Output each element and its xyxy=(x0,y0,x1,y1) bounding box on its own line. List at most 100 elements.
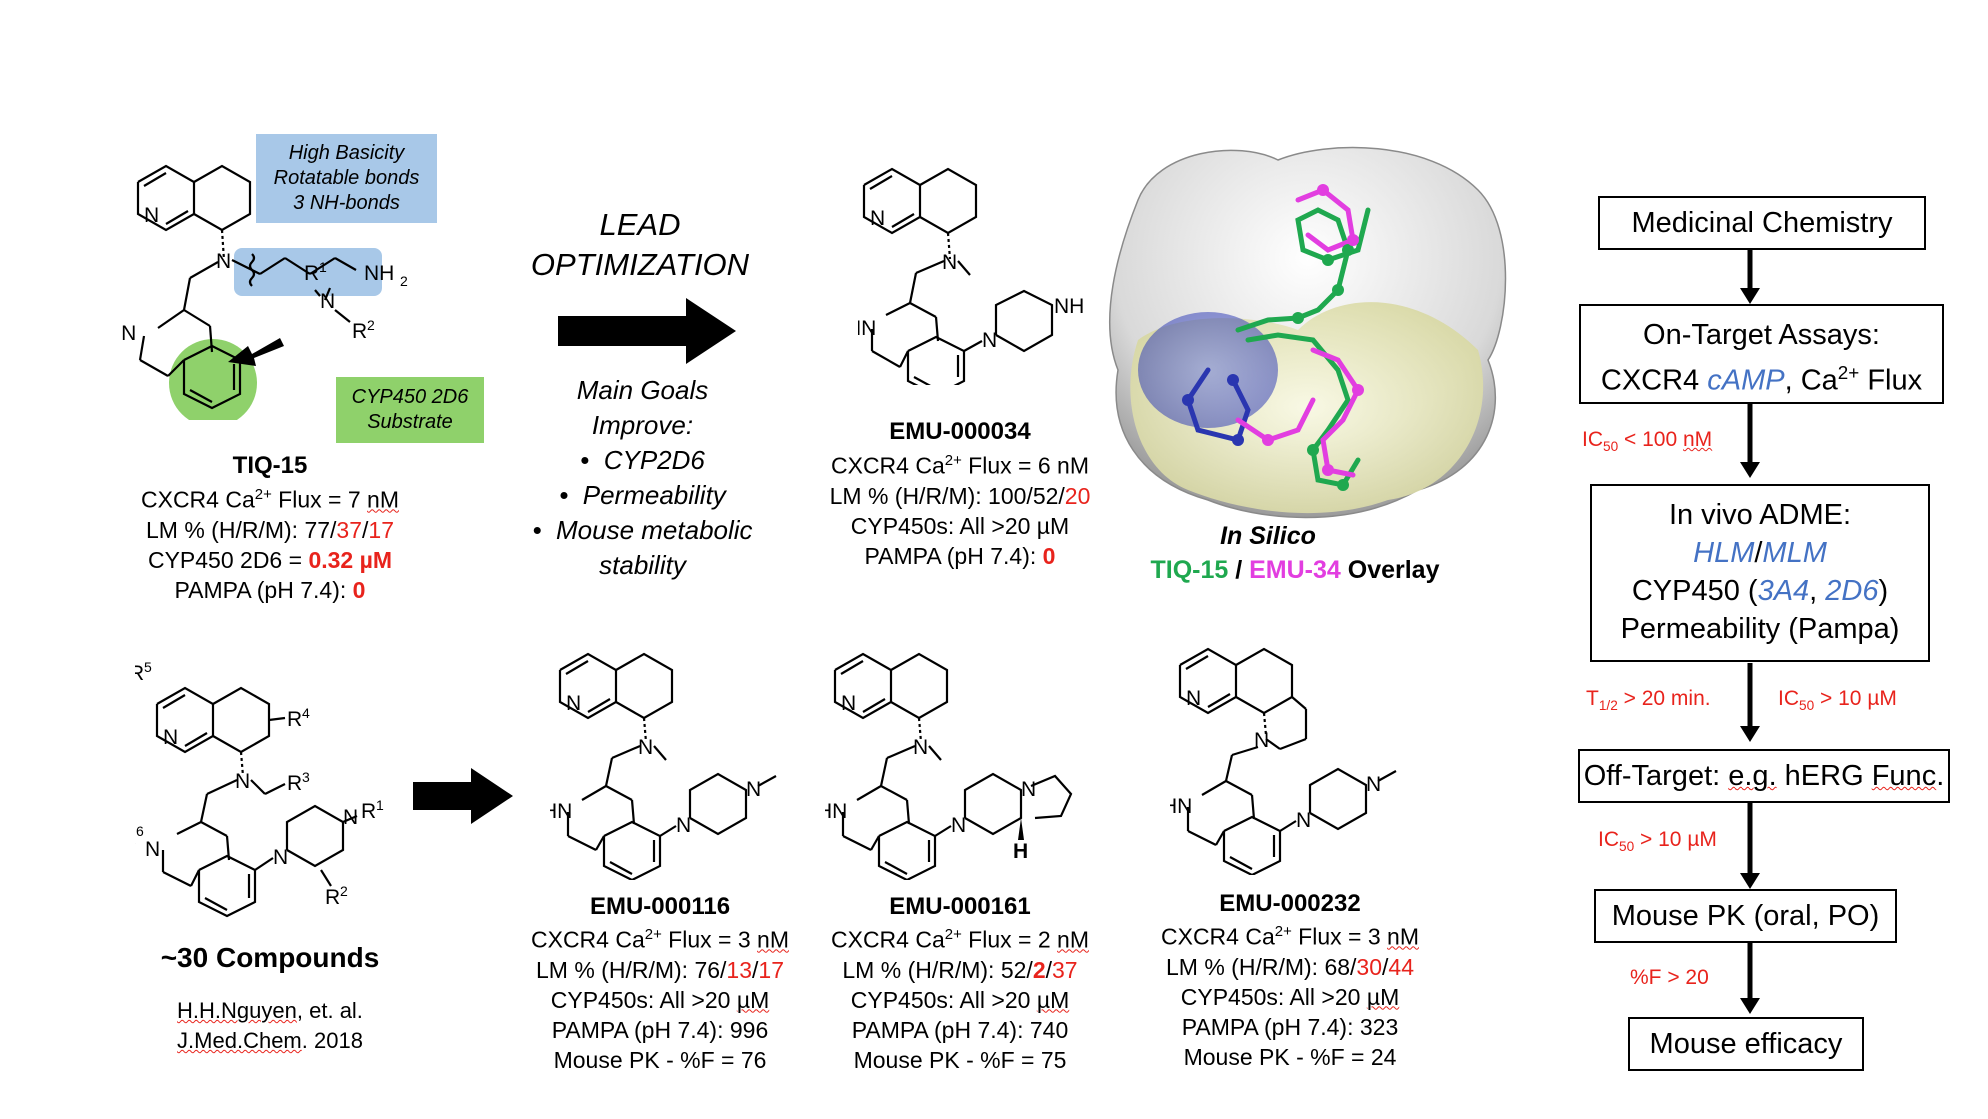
svg-text:4: 4 xyxy=(302,705,310,721)
flow-criterion-ic50-100nm: IC50 < 100 nM xyxy=(1582,428,1713,455)
svg-text:5: 5 xyxy=(144,660,152,675)
svg-text:R: R xyxy=(304,262,319,285)
emu116-structure: N N HN N N xyxy=(550,652,777,880)
compound-count: ~30 Compounds xyxy=(160,942,380,973)
emu232-pk: Mouse PK - %F = 24 xyxy=(1183,1043,1397,1070)
emu116-pk: Mouse PK - %F = 76 xyxy=(553,1046,767,1073)
svg-text:6: 6 xyxy=(136,823,144,839)
emu161-flux: CXCR4 Ca2+ Flux = 2 nM xyxy=(831,926,1089,953)
svg-text:HN: HN xyxy=(1170,795,1192,818)
svg-text:N: N xyxy=(163,726,178,749)
flow-criterion-ic50-10um-a: IC50 > 10 µM xyxy=(1778,687,1897,714)
emu232-structure: N N HN N N xyxy=(1170,647,1397,875)
lead-title: LEAD OPTIMIZATION xyxy=(530,207,750,282)
svg-text:N: N xyxy=(841,692,856,715)
goal-permeability: • Permeability xyxy=(559,480,726,510)
svg-text:N: N xyxy=(1366,773,1381,796)
emu232-pampa: PAMPA (pH 7.4): 323 xyxy=(1181,1013,1399,1040)
svg-text:R: R xyxy=(287,708,302,731)
emu161-stats: CXCR4 Ca2+ Flux = 2 nM LM % (H/R/M): 52/… xyxy=(800,920,1120,1075)
flow-step-on-target-assays: On-Target Assays: CXCR4 cAMP, Ca2+ Flux xyxy=(1579,304,1944,404)
flow-step-in-vivo-adme: In vivo ADME: HLM/MLM CYP450 (3A4, 2D6) … xyxy=(1590,484,1930,662)
svg-text:R: R xyxy=(135,662,144,685)
svg-text:N: N xyxy=(273,846,288,869)
insilico-title: In Silico xyxy=(1220,522,1316,550)
emu34-name: EMU-000034 xyxy=(889,418,1031,445)
svg-text:N: N xyxy=(942,251,957,274)
svg-text:1: 1 xyxy=(319,259,327,275)
svg-text:2: 2 xyxy=(340,883,348,899)
tiq15-bonds xyxy=(136,164,357,410)
emu232-stats: CXCR4 Ca2+ Flux = 3 nM LM % (H/R/M): 68/… xyxy=(1125,917,1455,1072)
series-arrow xyxy=(413,768,513,824)
annotation-basicity-text: High Basicity Rotatable bonds 3 NH-bonds xyxy=(273,142,420,214)
emu161-pampa: PAMPA (pH 7.4): 740 xyxy=(851,1016,1069,1043)
svg-text:R: R xyxy=(352,320,367,343)
emu34-stats: CXCR4 Ca2+ Flux = 6 nM LM % (H/R/M): 100… xyxy=(800,446,1120,571)
emu232-lm: LM % (H/R/M): 68/30/44 xyxy=(1166,953,1414,980)
emu116-cyp: CYP450s: All >20 µM xyxy=(550,986,770,1013)
svg-text:N: N xyxy=(566,692,581,715)
svg-text:NH: NH xyxy=(1054,295,1084,318)
emu116-lm: LM % (H/R/M): 76/13/17 xyxy=(536,956,784,983)
emu34-lm: LM % (H/R/M): 100/52/20 xyxy=(829,482,1091,509)
tiq15-flux: CXCR4 Ca2+ Flux = 7 nM xyxy=(141,486,399,513)
emu116-pampa: PAMPA (pH 7.4): 996 xyxy=(551,1016,769,1043)
svg-text:N: N xyxy=(1186,687,1201,710)
tiq15-pampa: PAMPA (pH 7.4): 0 xyxy=(174,576,366,603)
svg-text:N: N xyxy=(144,204,159,227)
svg-text:H: H xyxy=(1013,840,1028,863)
svg-text:N: N xyxy=(746,778,761,801)
svg-text:N: N xyxy=(343,806,358,829)
svg-text:N: N xyxy=(638,736,653,759)
emu161-structure: N N HN N N H xyxy=(825,652,1073,880)
emu161-cyp: CYP450s: All >20 µM xyxy=(850,986,1070,1013)
reference: H.H.Nguyen, et. al. J.Med.Chem. 2018 xyxy=(177,998,363,1053)
emu161-pk: Mouse PK - %F = 75 xyxy=(853,1046,1067,1073)
svg-text:N: N xyxy=(1296,809,1311,832)
annotation-basicity-box xyxy=(256,134,437,223)
emu116-flux: CXCR4 Ca2+ Flux = 3 nM xyxy=(531,926,789,953)
emu232-flux: CXCR4 Ca2+ Flux = 3 nM xyxy=(1161,923,1419,950)
goal-mouse-stability: • Mouse metabolic xyxy=(532,515,753,545)
annotation-cyp-text: CYP450 2D6 Substrate xyxy=(351,386,469,433)
emu116-name: EMU-000116 xyxy=(589,893,731,920)
insilico-caption: TIQ-15 / EMU-34 Overlay xyxy=(1150,556,1440,584)
svg-text:1: 1 xyxy=(376,797,384,813)
goal-cyp2d6: • CYP2D6 xyxy=(580,445,705,475)
svg-text:N: N xyxy=(676,814,691,837)
svg-text:NH: NH xyxy=(364,262,394,285)
flow-criterion-ic50-10um-b: IC50 > 10 µM xyxy=(1598,828,1717,855)
svg-text:N: N xyxy=(145,838,160,861)
flow-step-medicinal-chemistry: Medicinal Chemistry xyxy=(1598,196,1926,250)
svg-text:3: 3 xyxy=(302,769,310,785)
svg-text:N: N xyxy=(235,770,250,793)
lead-goals: Main Goals Improve: • CYP2D6 • Permeabil… xyxy=(510,373,775,583)
tiq15-structure: N N NH 2 HN N R 1 R 2 xyxy=(120,164,408,420)
emu34-structure: N N HN N NH xyxy=(858,167,1084,385)
emu34-pampa: PAMPA (pH 7.4): 0 xyxy=(864,542,1056,569)
svg-text:R: R xyxy=(287,772,302,795)
svg-text:N: N xyxy=(216,250,231,273)
lead-arrow xyxy=(558,298,736,364)
emu232-name: EMU-000232 xyxy=(1219,890,1361,917)
svg-text:HN: HN xyxy=(550,800,572,823)
svg-text:HN: HN xyxy=(825,800,847,823)
insilico-overlay-image xyxy=(1108,146,1507,519)
tiq15-cyp: CYP450 2D6 = 0.32 µM xyxy=(147,546,393,573)
svg-text:N: N xyxy=(870,207,885,230)
cyp-arrow xyxy=(228,338,284,366)
svg-text:2: 2 xyxy=(400,273,408,289)
flow-connectors xyxy=(1740,250,1760,1014)
emu34-cyp: CYP450s: All >20 µM xyxy=(850,512,1070,539)
emu232-cyp: CYP450s: All >20 µM xyxy=(1180,983,1400,1010)
flow-step-off-target: Off-Target: e.g. hERG Func. xyxy=(1578,749,1950,803)
flow-criterion-thalf: T1/2 > 20 min. xyxy=(1586,687,1711,714)
tiq15-atom-labels: N N NH 2 HN N R 1 R 2 xyxy=(120,204,408,345)
emu116-stats: CXCR4 Ca2+ Flux = 3 nM LM % (H/R/M): 76/… xyxy=(500,920,820,1075)
svg-text:N: N xyxy=(913,736,928,759)
tiq15-lm: LM % (H/R/M): 77/37/17 xyxy=(146,516,394,543)
svg-text:N: N xyxy=(320,290,335,313)
flow-criterion-percent-f: %F > 20 xyxy=(1630,966,1709,989)
svg-text:R: R xyxy=(361,800,376,823)
